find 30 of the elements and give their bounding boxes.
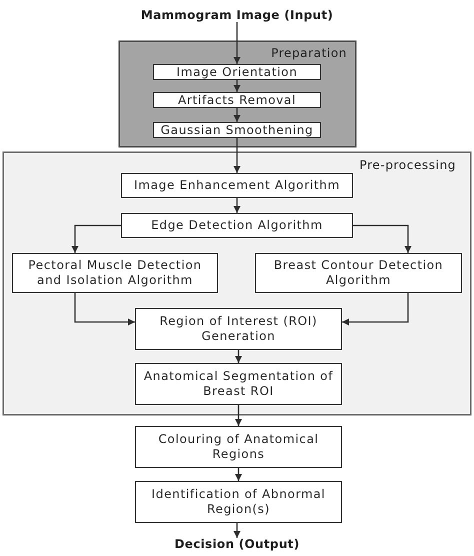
group-panel (119, 41, 356, 147)
process-step: Image Enhancement Algorithm (121, 173, 353, 198)
arrow (72, 224, 121, 253)
process-step: Colouring of Anatomical Regions (135, 426, 342, 468)
arrow (234, 108, 240, 122)
arrow (342, 293, 409, 326)
group-panel (3, 152, 471, 415)
process-step: Edge Detection Algorithm (121, 213, 353, 238)
arrow (74, 293, 135, 326)
process-step: Identification of Abnormal Region(s) (135, 481, 342, 523)
arrow (234, 523, 240, 538)
group-heading: Preparation (271, 46, 347, 60)
arrow (235, 468, 242, 481)
arrow (353, 224, 412, 253)
arrow (234, 198, 240, 213)
arrow (235, 350, 242, 363)
arrow (235, 405, 242, 426)
process-step: Gaussian Smoothening (153, 122, 321, 138)
process-step: Pectoral Muscle Detection and Isolation Algorithm (12, 253, 218, 293)
arrow (234, 22, 240, 64)
terminal-label: Decision (Output) (174, 538, 300, 551)
group-heading: Pre-processing (360, 158, 456, 172)
arrow (234, 138, 240, 173)
arrow (234, 80, 240, 92)
process-step: Breast Contour Detection Algorithm (255, 253, 462, 293)
process-step: Artifacts Removal (153, 92, 321, 108)
process-step: Image Orientation (153, 64, 321, 80)
process-step: Anatomical Segmentation of Breast ROI (135, 363, 342, 405)
terminal-label: Mammogram Image (Input) (140, 9, 334, 22)
process-step: Region of Interest (ROI) Generation (135, 308, 342, 350)
